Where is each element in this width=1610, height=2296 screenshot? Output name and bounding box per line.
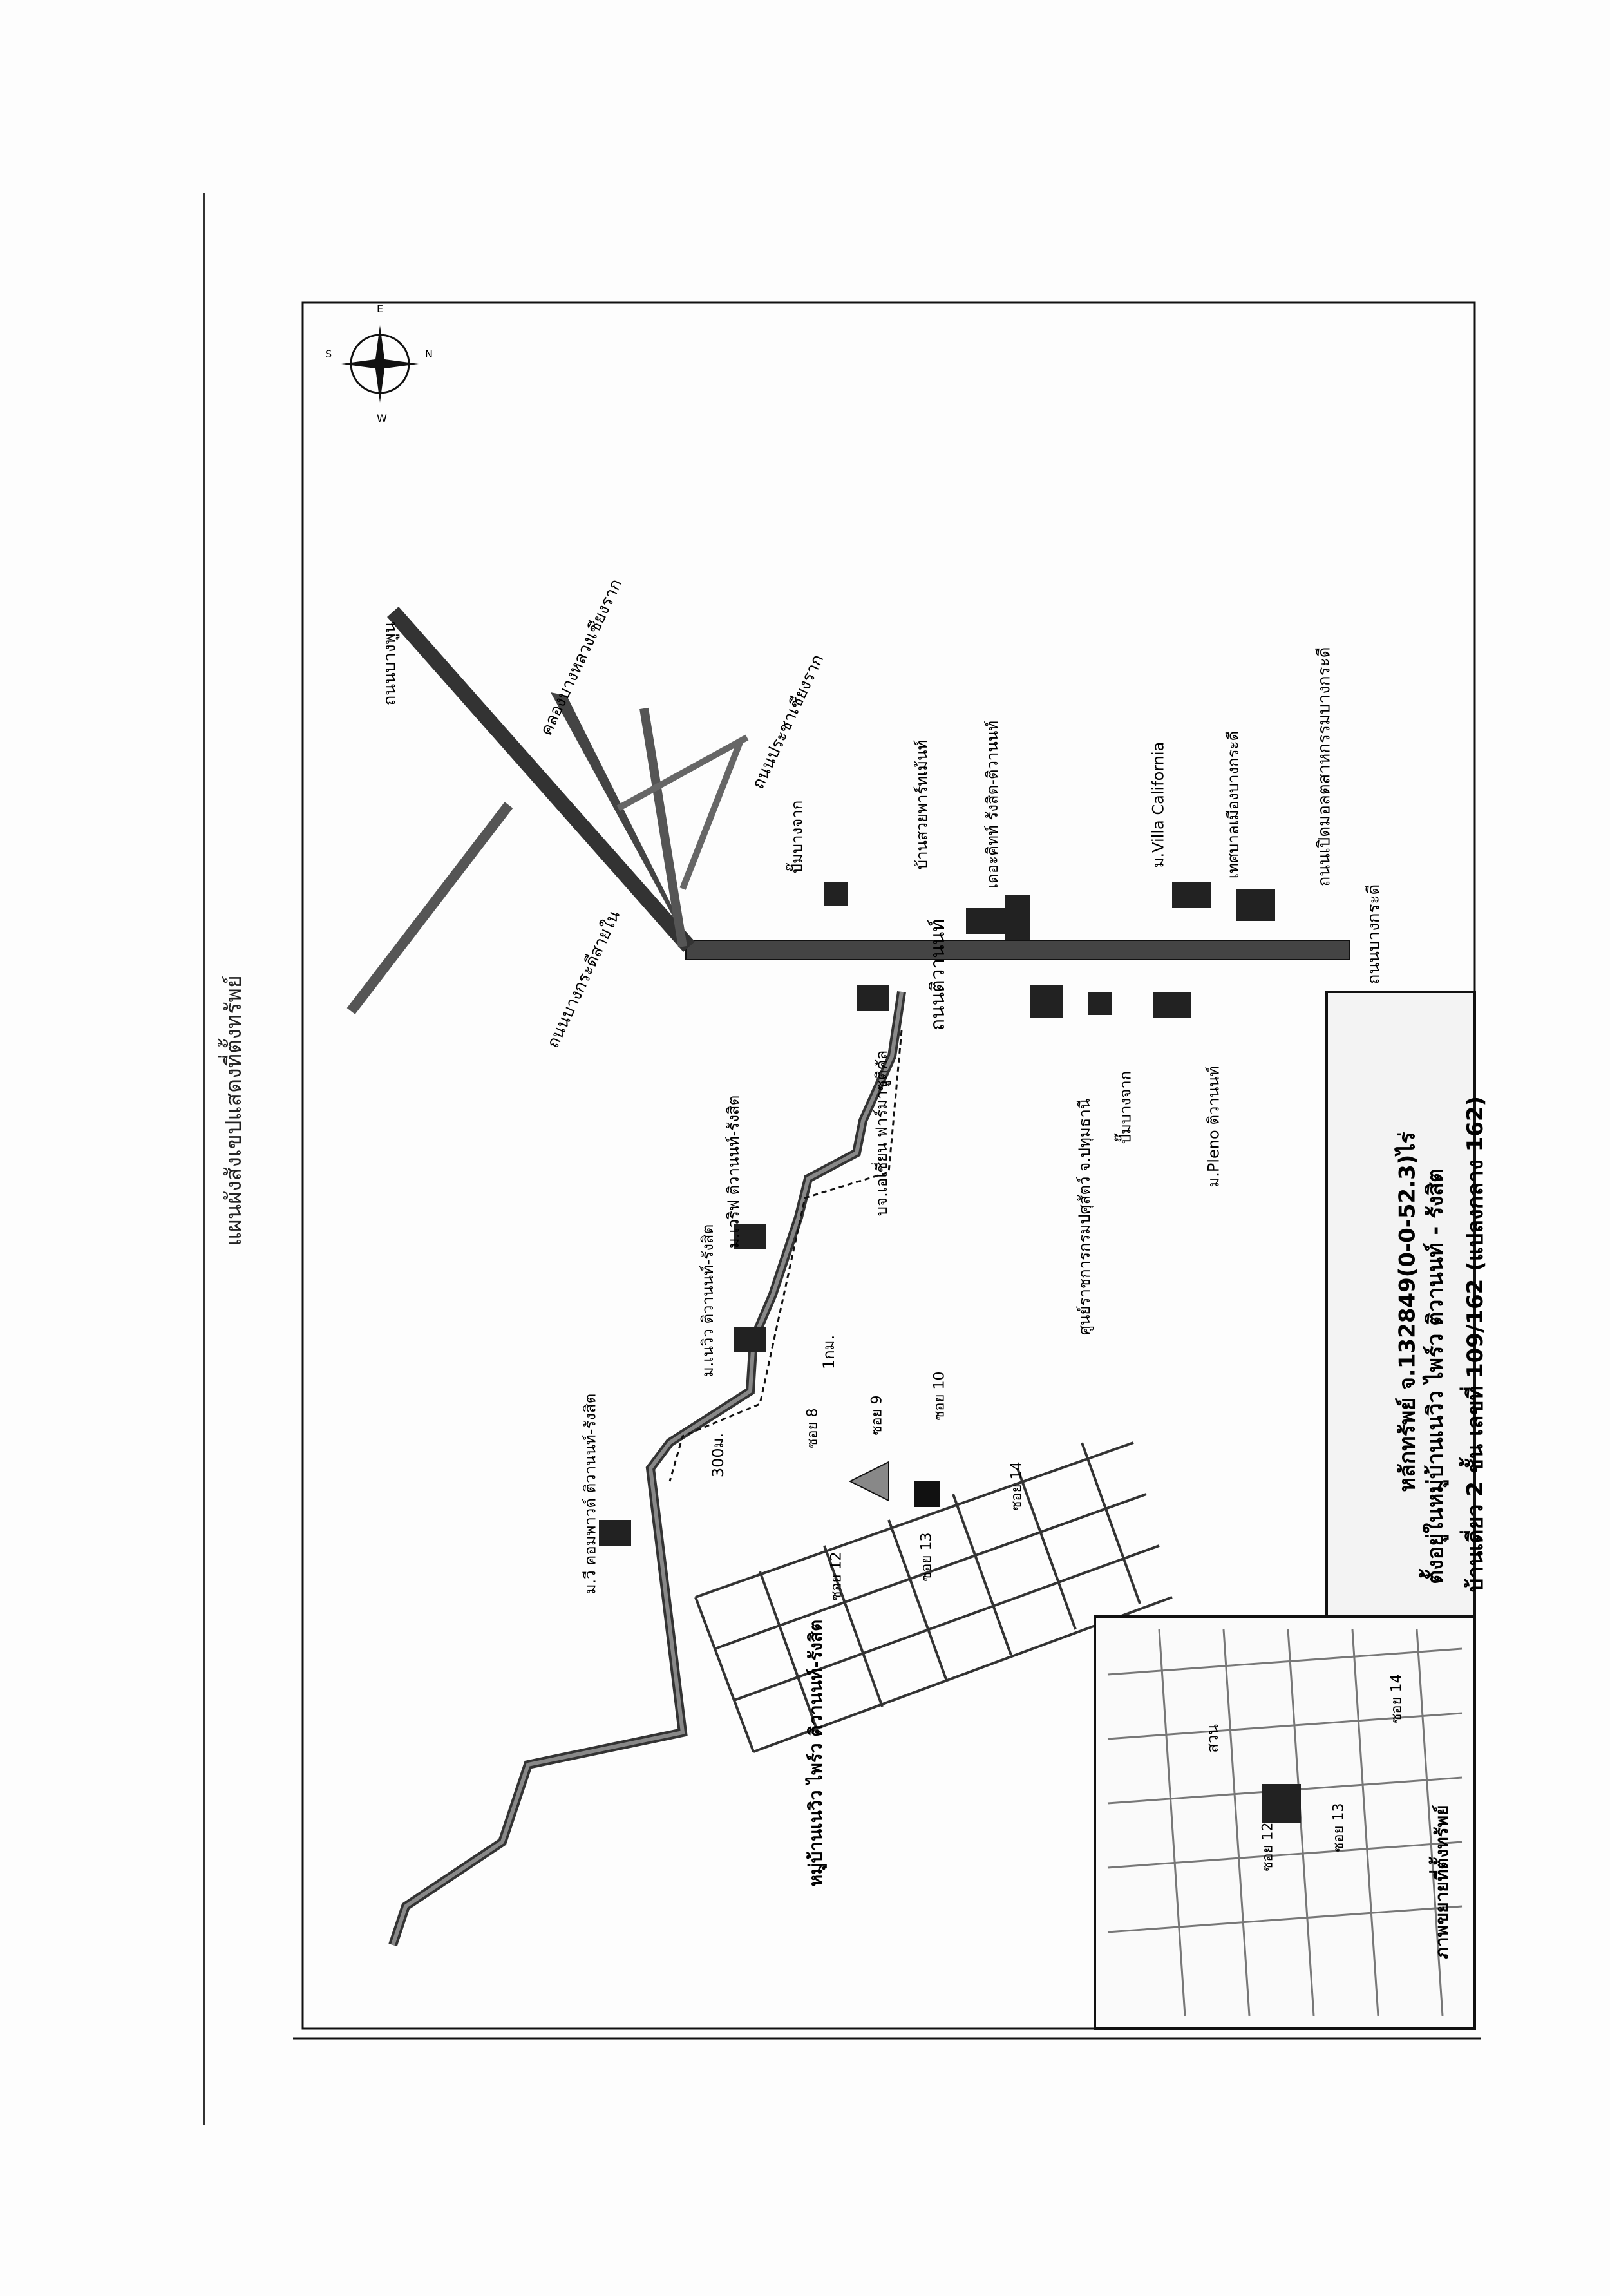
inset-soi-13: ซอย 13: [1331, 1803, 1347, 1852]
compass-s: S: [325, 348, 332, 360]
village-grid: [694, 1441, 1173, 1753]
landmark-compact: ม.วี คอมพาวด์ ติวานนท์-รังสิต: [581, 1393, 600, 1595]
road-label-prachapiwat: ถนนประชาเชียงราก: [748, 651, 828, 792]
diagonal-road: [551, 692, 696, 953]
canal-label: คลองบางหลวงเชียงราก: [536, 576, 627, 739]
landmark-livestock: ศูนย์ราชการกรมปศุสัตว์ จ.ปทุมธานี: [1075, 1098, 1094, 1336]
house-icon: [734, 1224, 766, 1249]
pump-icon: [824, 882, 848, 906]
distance-300m: 300ม.: [709, 1432, 728, 1478]
landmark-villa: ม.Villa California: [1149, 741, 1168, 868]
house-icon: [1153, 992, 1191, 1018]
village-name: หมู่บ้านเนวิว ไพร์ว ติวานนท์-รังสิต: [805, 1619, 827, 1887]
compass-e: E: [377, 303, 384, 315]
landmark-municipality: เทศบาลเมืองบางกระดี: [1224, 730, 1243, 879]
compass-rose: [341, 325, 419, 403]
landmark-nirvana: ม.เนวิว ติวานนท์-รังสิต: [699, 1224, 717, 1378]
landmark-casa: ม.เวริฟ ติวานนท์-รังสิต: [724, 1095, 743, 1249]
compass-n: N: [425, 348, 433, 360]
inset-property-marker: [1262, 1784, 1301, 1823]
soi-9: ซอย 9: [869, 1395, 886, 1436]
house-icon: [1172, 882, 1211, 908]
soi-14: ซอย 14: [1009, 1461, 1025, 1511]
main-road: [685, 940, 1350, 960]
pump-icon: [1088, 992, 1112, 1015]
building-icon: [1005, 895, 1030, 940]
house-icon: [599, 1520, 631, 1546]
road-label-inner: ถนนบางกระดีสายใน: [543, 907, 624, 1052]
inset-caption: ภาพขยายที่ตั้งทรัพย์: [1431, 1805, 1453, 1959]
inset-soi-12: ซอย 12: [1260, 1822, 1276, 1872]
temple-icon: [1236, 889, 1275, 921]
property-arrow: [848, 1461, 889, 1502]
building-icon: [966, 908, 1005, 934]
landmark-asian: บจ.เอเชี่ยน ฟาร์มาซูติคัล: [873, 1050, 891, 1217]
soi-10: ซอย 10: [931, 1371, 948, 1421]
compass-w: W: [377, 412, 387, 424]
house-icon: [734, 1327, 766, 1352]
road-label-industrial: ถนนเปิดมอลตสาหกรรมบางกระดี: [1314, 647, 1334, 887]
soi-12: ซอย 12: [828, 1551, 845, 1601]
house-icon: [857, 985, 889, 1011]
temple-icon: [1030, 985, 1063, 1018]
property-line-3: ตั้งอยู่ในหมู่บ้านเนวิว ไพร์ว ติวานนท์ -…: [1422, 1168, 1448, 1584]
landmark-pump-2: ปั๊มบางจาก: [1116, 1070, 1135, 1144]
landmark-the-connect: เดอะคิทท์ รังสิต-ติวานนท์: [983, 720, 1002, 889]
soi-13: ซอย 13: [918, 1532, 935, 1582]
road-label-bang-phun: ถนนบางพูน: [380, 621, 400, 706]
road-label-tiwanon: ถนนติวานนท์: [927, 918, 950, 1031]
distance-1km: 1กม.: [820, 1334, 838, 1370]
landmark-suan-suay: บ้านสวยพาร์ทเม้นท์: [913, 739, 931, 870]
landmark-pleno: ม.Pleno ติวานนท์: [1204, 1066, 1223, 1188]
soi-8: ซอย 8: [804, 1408, 821, 1448]
road-label-bang-kradi: ถนนบางกระดี: [1364, 884, 1384, 985]
margin-rule: [203, 193, 205, 2125]
property-line-2: บ้านเดี่ยว 2 ชั้น เลขที่ 109/162 (แปลงกล…: [1463, 1096, 1489, 1593]
inset-soi-14: ซอย 14: [1388, 1674, 1405, 1723]
inset-park: สวน: [1203, 1724, 1222, 1753]
property-marker: [914, 1481, 940, 1507]
landmark-pump-1: ปั๊มบางจาก: [788, 800, 806, 874]
